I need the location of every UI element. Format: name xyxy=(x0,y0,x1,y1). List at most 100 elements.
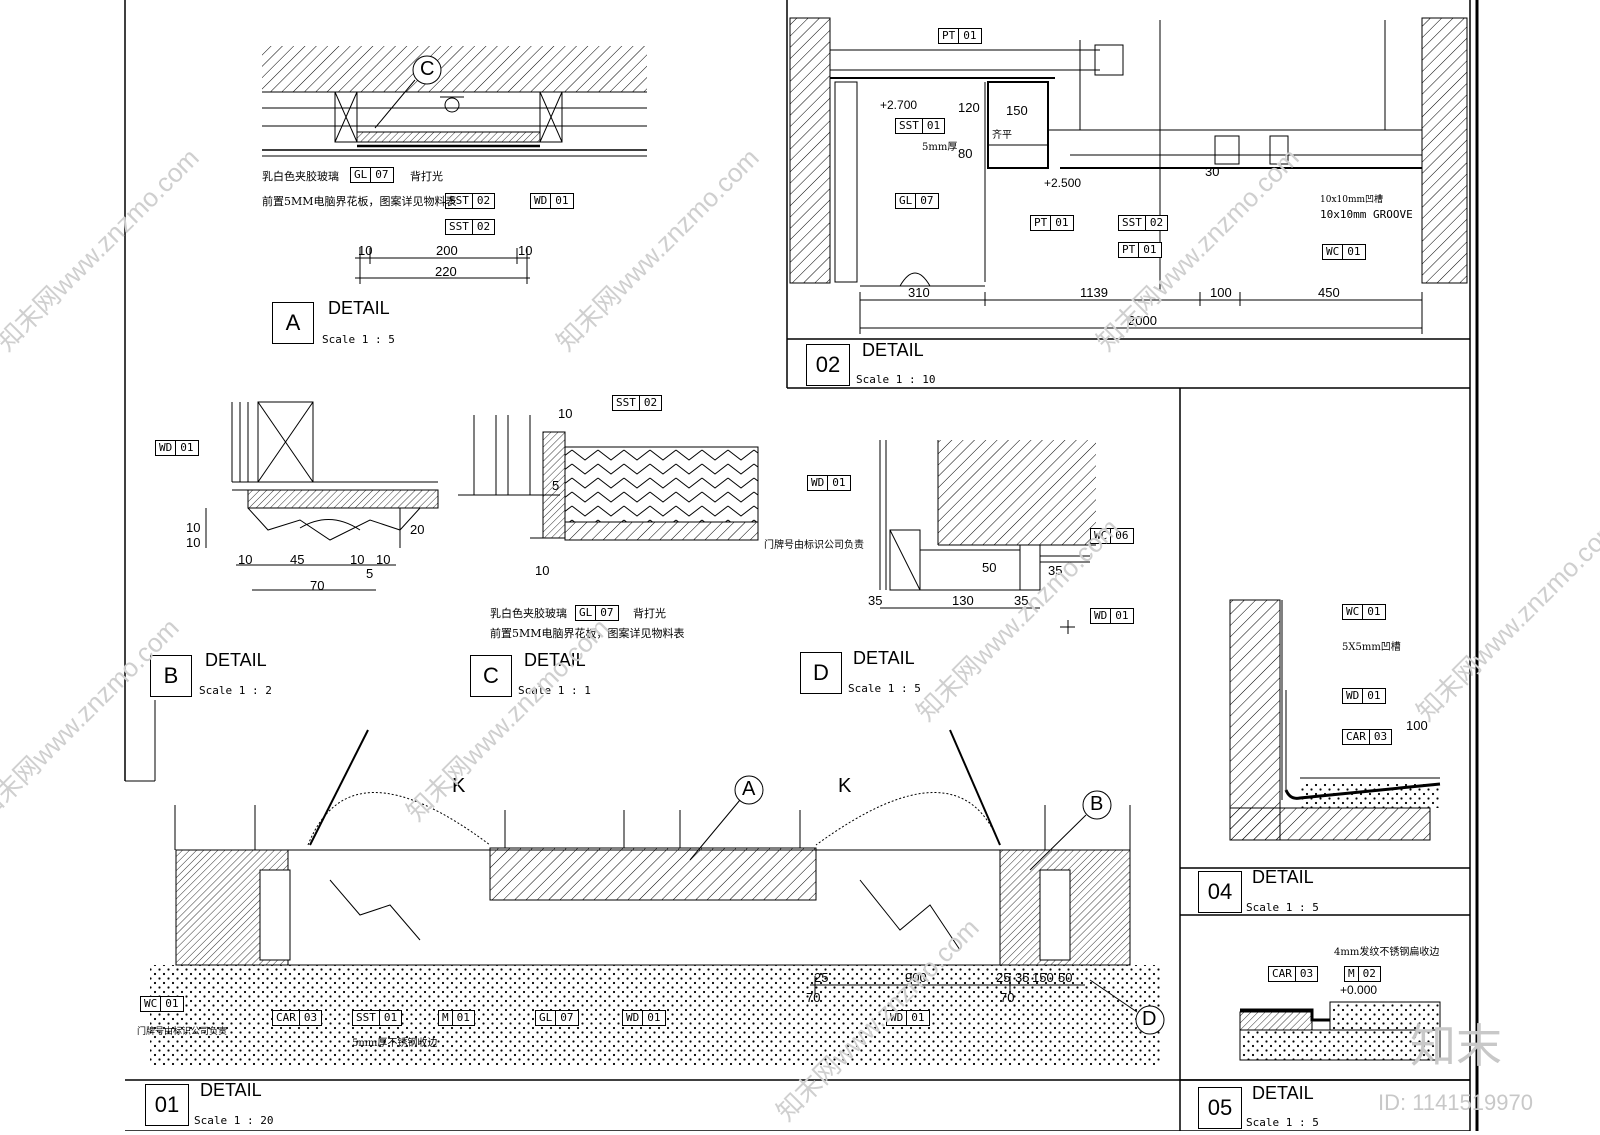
material-number: 01 xyxy=(1115,609,1129,622)
material-number: 02 xyxy=(476,194,491,207)
material-number: 01 xyxy=(555,194,569,207)
dim-d01-5: 50 xyxy=(1058,970,1073,985)
material-code: WD xyxy=(1091,609,1112,623)
dim-d04-0: 100 xyxy=(1406,718,1428,733)
dim-d02-1: 1139 xyxy=(1080,285,1108,300)
material-code: WC xyxy=(1091,529,1112,543)
callout-c: C xyxy=(420,58,435,80)
dim-d02-2: 100 xyxy=(1210,285,1232,300)
dim-d01-0: 25 xyxy=(814,970,829,985)
detail-c-glass-note: 乳白色夹胶玻璃 xyxy=(490,607,567,620)
detail-c-front-note: 前置5MM电脑界花板，图案详见物料表 xyxy=(490,627,685,640)
material-number: 01 xyxy=(180,441,194,454)
material-code: WD xyxy=(623,1011,644,1025)
detail-a-dims xyxy=(355,248,530,284)
dim-a-1: 200 xyxy=(436,243,458,258)
callout-b: B xyxy=(1090,793,1104,815)
detail-04-section xyxy=(1229,599,1441,841)
dim-d01-2: 25 xyxy=(996,970,1011,985)
detail-a-scale: Scale 1 : 5 xyxy=(322,333,395,346)
material-code: PT xyxy=(1031,216,1052,230)
detail-02-groove-en: 10x10mm GROOVE xyxy=(1320,208,1413,221)
material-code: WD xyxy=(808,476,829,490)
material-code: SST xyxy=(446,220,473,234)
dim-b-0: 10 xyxy=(186,520,201,535)
material-code: WC xyxy=(1343,605,1364,619)
detail-a-glass-suffix: 背打光 xyxy=(410,170,443,183)
detail-a-box: A xyxy=(272,302,314,344)
material-number: 01 xyxy=(963,29,977,42)
dim-d02-3: 450 xyxy=(1318,285,1340,300)
material-code: CAR xyxy=(273,1011,300,1025)
detail-01-scale: Scale 1 : 20 xyxy=(194,1114,274,1127)
detail-02-5mm-note: 5mm厚 xyxy=(922,142,958,153)
detail-c-box: C xyxy=(470,655,512,697)
dim-d01-6: 70 xyxy=(806,990,821,1005)
dim-b-5: 10 xyxy=(350,552,365,567)
material-number: 07 xyxy=(920,194,934,207)
material-number: 01 xyxy=(911,1011,925,1024)
material-code: SST xyxy=(1119,216,1146,230)
dim-d01-4: 150 xyxy=(1032,970,1054,985)
material-code: M xyxy=(1345,967,1359,981)
dim-a-2: 10 xyxy=(518,243,533,258)
material-code: GL xyxy=(576,606,597,620)
detail-c-title: DETAIL xyxy=(524,650,586,670)
material-number: 07 xyxy=(560,1011,574,1024)
material-number: 01 xyxy=(456,1011,470,1024)
detail-04-title: DETAIL xyxy=(1252,867,1314,887)
material-code: SST xyxy=(446,194,473,208)
material-number: 06 xyxy=(1115,529,1129,542)
material-code: SST xyxy=(613,396,640,410)
dim-d-0: 35 xyxy=(868,593,883,608)
material-code: GL xyxy=(536,1011,557,1025)
material-number: 01 xyxy=(1347,245,1361,258)
material-number: 02 xyxy=(643,396,658,409)
detail-04-box: 04 xyxy=(1198,871,1242,913)
material-number: 01 xyxy=(1055,216,1069,229)
detail-02-elev-2: +2.500 xyxy=(1044,176,1082,190)
material-number: 01 xyxy=(832,476,846,489)
detail-b-title: DETAIL xyxy=(205,650,267,670)
detail-a-glass-note: 乳白色夹胶玻璃 xyxy=(262,168,339,184)
detail-d-section xyxy=(879,440,1096,634)
detail-02-title: DETAIL xyxy=(862,340,924,360)
detail-05-scale: Scale 1 : 5 xyxy=(1246,1116,1319,1129)
detail-a-glass-text: 乳白色夹胶玻璃 xyxy=(262,170,339,183)
material-number: 01 xyxy=(165,997,179,1010)
brand-logo: 知末 xyxy=(1410,1019,1502,1073)
material-number: 02 xyxy=(1362,967,1376,980)
detail-c-glass-suffix: 背打光 xyxy=(633,607,666,620)
detail-c-scale: Scale 1 : 1 xyxy=(518,684,591,697)
dim-a-3: 220 xyxy=(435,264,457,279)
dim-d02-7: 80 xyxy=(958,146,973,161)
dim-d02-0: 310 xyxy=(908,285,930,300)
dim-b-4: 45 xyxy=(290,552,305,567)
detail-d-scale: Scale 1 : 5 xyxy=(848,682,921,695)
dim-b-2: 20 xyxy=(410,522,425,537)
detail-01-dims xyxy=(810,976,1085,994)
material-code: GL xyxy=(351,168,372,182)
dim-b-7: 70 xyxy=(310,578,325,593)
detail-04-groove-note: 5X5mm凹槽 xyxy=(1342,642,1401,653)
detail-02-dims xyxy=(859,292,1423,334)
callout-a: A xyxy=(742,778,756,800)
material-number: 01 xyxy=(383,1011,398,1024)
